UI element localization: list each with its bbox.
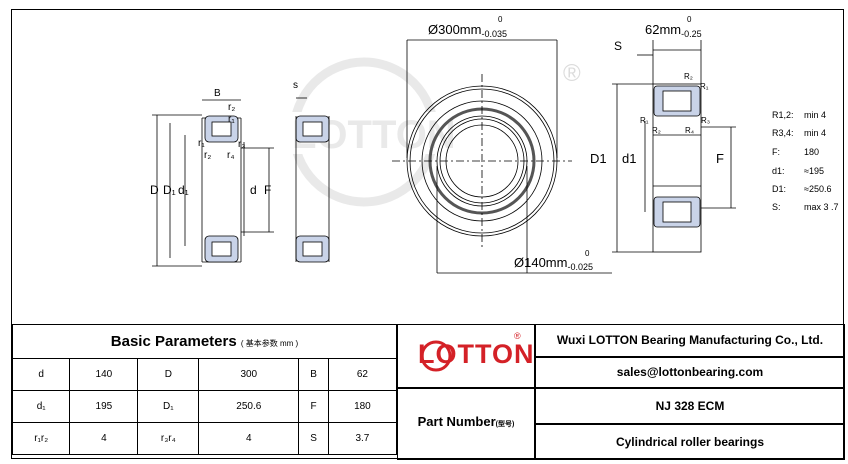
table-cell: 4 [69, 422, 139, 455]
table-cell: D [137, 358, 200, 391]
part-number-label: Part Number(型号) [417, 414, 515, 429]
left-section-view [152, 99, 274, 267]
part-number-label-cell: Part Number(型号) [397, 388, 535, 460]
table-cell: d [11, 358, 71, 391]
table-cell: 3.7 [327, 422, 398, 455]
label-d1: d₁ [178, 183, 189, 197]
param-key-3: d1: [772, 166, 785, 176]
model-number: NJ 328 ECM [535, 388, 845, 424]
param-value-4: ≈250.6 [804, 184, 832, 194]
table-cell: B [298, 358, 329, 391]
param-key-5: S: [772, 202, 781, 212]
label-r1-top: r₁ [228, 114, 235, 125]
table-cell: r₃r₄ [137, 422, 200, 455]
drawing-canvas: LOTTON [152, 39, 736, 274]
table-row: d 140 D 300 B 62 [11, 358, 398, 391]
param-key-0: R1,2: [772, 110, 794, 120]
label-d: d [250, 183, 257, 197]
label-r1-left: r₁ [198, 138, 205, 149]
basic-parameters-table: Basic Parameters ( 基本参数 mm ) d 140 D 300… [11, 324, 398, 455]
label-d1-right: d1 [622, 151, 637, 166]
brand-logo-cell: LOTTON ® [397, 324, 535, 388]
label-R3: R₃ [701, 116, 711, 125]
company-name: Wuxi LOTTON Bearing Manufacturing Co., L… [535, 324, 845, 357]
watermark-registered-mark: ® [563, 60, 581, 87]
table-cell: S [298, 422, 329, 455]
label-R2-left: R₂ [652, 126, 661, 135]
label-r4: r₄ [227, 150, 235, 161]
label-r2-top: r₂ [228, 102, 236, 113]
label-R4: R₄ [685, 126, 695, 135]
table-row: r₁r₂ 4 r₃r₄ 4 S 3.7 [11, 422, 398, 455]
table-cell: 195 [69, 390, 139, 423]
width-dim: 62mm-0.25 [645, 22, 702, 39]
param-value-1: min 4 [804, 128, 827, 138]
label-D1-right: D1 [590, 151, 607, 166]
label-s: s [293, 80, 298, 91]
param-value-2: 180 [804, 147, 820, 157]
spec-sheet: LOTTON [11, 9, 845, 460]
technical-drawing: LOTTON [12, 10, 845, 324]
label-F-right: F [716, 151, 724, 166]
table-row: d₁ 195 D₁ 250.6 F 180 [11, 390, 398, 423]
logo-registered-mark: ® [514, 331, 521, 341]
label-R1-top: R₁ [700, 82, 709, 91]
param-value-5: max 3 .7 [804, 202, 839, 212]
table-cell: 180 [327, 390, 398, 423]
bearing-type: Cylindrical roller bearings [535, 424, 845, 460]
sales-email: sales@lottonbearing.com [535, 357, 845, 388]
inner-tol-upper: 0 [585, 249, 590, 258]
param-key-1: R3,4: [772, 128, 794, 138]
label-D: D [150, 183, 159, 197]
inner-diameter-dim: Ø140mm-0.025 [514, 255, 593, 272]
param-value-0: min 4 [804, 110, 827, 120]
label-S: S [614, 39, 623, 53]
side-ring-view [295, 97, 330, 263]
table-cell: 4 [198, 422, 300, 455]
label-r2-left: r₂ [204, 150, 212, 161]
label-r3: r₃ [238, 139, 246, 150]
outer-tol-upper: 0 [498, 15, 503, 24]
table-cell: D₁ [137, 390, 200, 423]
logo-ring [420, 340, 452, 372]
outer-diameter-dim: Ø300mm-0.035 [428, 22, 507, 39]
right-section-view [612, 40, 736, 253]
front-circle-view [392, 39, 612, 274]
label-D1: D₁ [163, 183, 176, 197]
table-cell: F [298, 390, 329, 423]
table-cell: 140 [69, 358, 139, 391]
table-cell: 300 [198, 358, 300, 391]
width-tol-upper: 0 [687, 15, 692, 24]
param-key-2: F: [772, 147, 780, 157]
label-B: B [214, 88, 221, 99]
table-cell: 62 [327, 358, 398, 391]
param-key-4: D1: [772, 184, 787, 194]
label-R2-top: R₂ [684, 72, 693, 81]
table-cell: r₁r₂ [11, 422, 71, 455]
label-F: F [264, 183, 272, 197]
param-value-3: ≈195 [804, 166, 824, 176]
basic-parameters-title: Basic Parameters ( 基本参数 mm ) [12, 324, 397, 359]
table-cell: 250.6 [198, 390, 300, 423]
brand-logo: LOTTON [418, 339, 535, 369]
label-R1-left: R₁ [640, 116, 649, 125]
table-cell: d₁ [11, 390, 71, 423]
